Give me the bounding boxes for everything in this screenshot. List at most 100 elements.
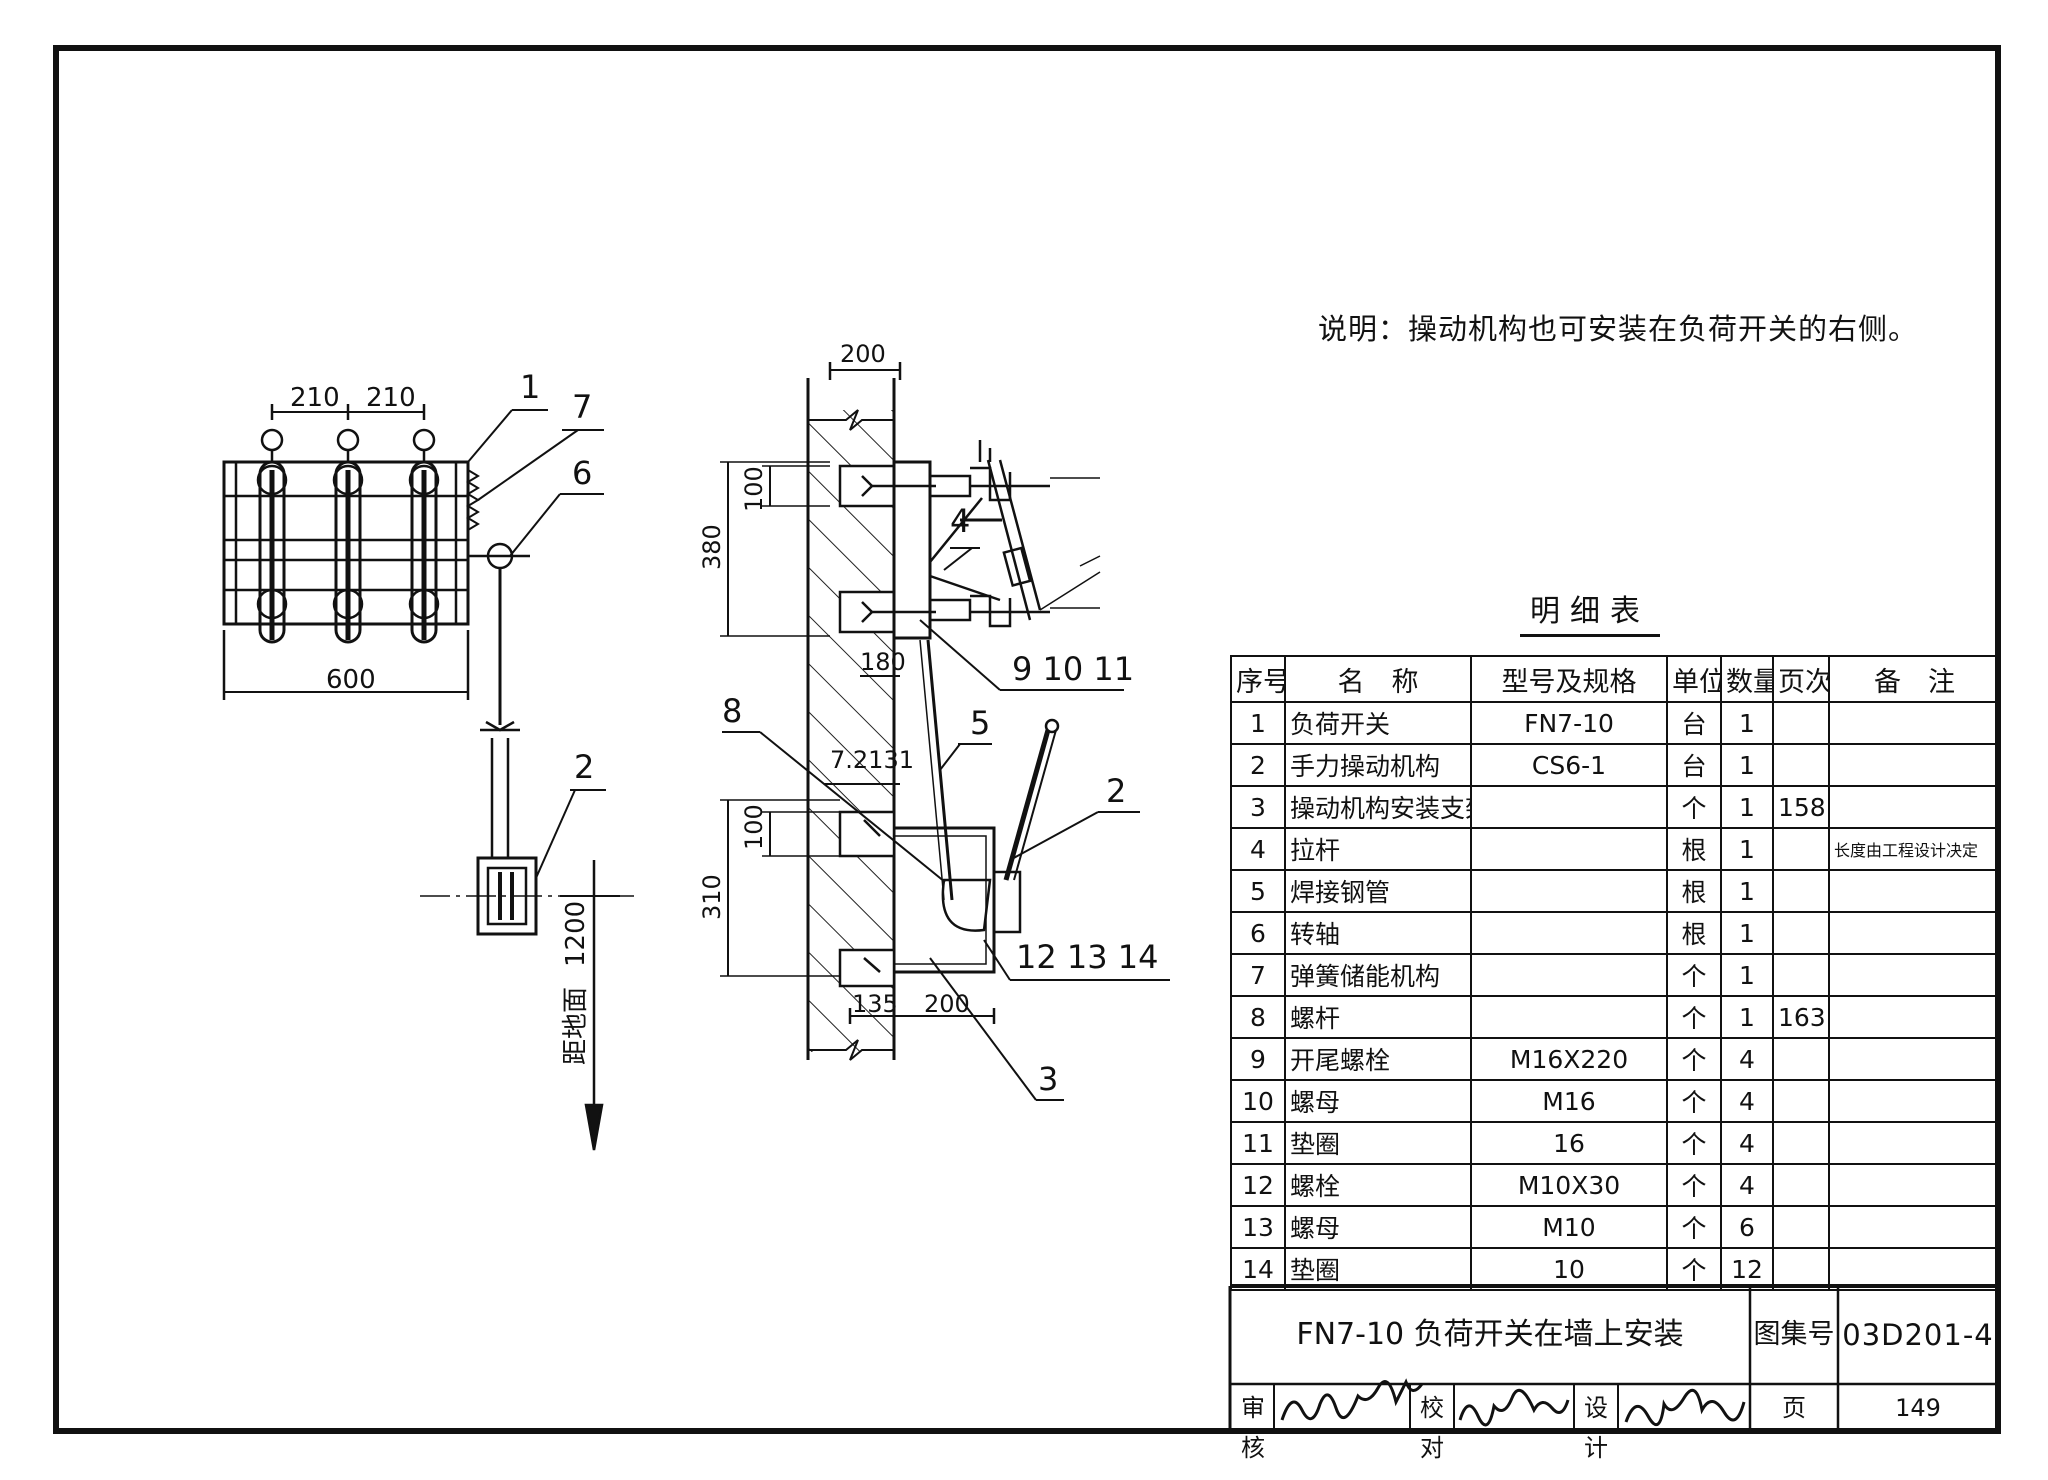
cell-index: 2 <box>1230 743 1286 787</box>
cell-remarks <box>1828 1205 2001 1249</box>
cell-index: 10 <box>1230 1079 1286 1123</box>
cell-name: 焊接钢管 <box>1284 869 1472 913</box>
dim-wall-thickness: 200 <box>840 340 886 368</box>
cell-page <box>1772 743 1830 787</box>
dim-offset-135: 135 <box>852 990 898 1018</box>
page-label: 页 <box>1782 1394 1806 1422</box>
dim-offset-180: 180 <box>860 648 906 676</box>
dim-elevation: 1200 <box>561 901 591 967</box>
cell-page <box>1772 911 1830 955</box>
set-label: 图集号 <box>1753 1319 1835 1350</box>
col-model: 型号及规格 <box>1470 655 1668 703</box>
dim-anchor-height-top: 100 <box>740 466 768 512</box>
cell-page <box>1772 1205 1830 1249</box>
cell-remarks: 长度由工程设计决定 <box>1828 827 2001 871</box>
dim-pole-spacing-1: 210 <box>290 383 340 413</box>
cell-unit: 个 <box>1666 1205 1722 1249</box>
callout-4: 4 <box>950 502 970 540</box>
cell-qty: 1 <box>1720 953 1774 997</box>
cell-page <box>1772 1121 1830 1165</box>
cell-unit: 个 <box>1666 1037 1722 1081</box>
callout-2: 2 <box>574 748 594 786</box>
col-name: 名 称 <box>1284 655 1472 703</box>
cell-page <box>1772 827 1830 871</box>
cell-index: 9 <box>1230 1037 1286 1081</box>
switch-pole-1 <box>256 428 288 644</box>
callout-1: 1 <box>520 368 540 406</box>
cell-page <box>1772 1247 1830 1291</box>
design-label: 设计 <box>1584 1394 1608 1462</box>
cell-remarks <box>1828 1163 2001 1207</box>
bom-title: 明细表 <box>1520 586 1660 637</box>
page-number: 149 <box>1895 1394 1941 1422</box>
front-view <box>222 404 640 1151</box>
signatures <box>1280 1378 1746 1427</box>
cell-name: 操动机构安装支架 <box>1284 785 1472 829</box>
callout-7: 7 <box>572 388 592 426</box>
cell-model: CS6-1 <box>1470 743 1668 787</box>
callout-5: 5 <box>970 704 990 742</box>
cell-name: 垫圈 <box>1284 1247 1472 1291</box>
cell-name: 开尾螺栓 <box>1284 1037 1472 1081</box>
cell-remarks <box>1828 1247 2001 1291</box>
front-view-labels: 210 210 600 1 7 6 2 距地面 1200 <box>290 368 594 1065</box>
cell-unit: 个 <box>1666 1163 1722 1207</box>
cell-model <box>1470 911 1668 955</box>
check-label: 校对 <box>1420 1394 1444 1462</box>
col-qty: 数量 <box>1720 655 1774 703</box>
cell-unit: 个 <box>1666 995 1722 1039</box>
cell-index: 13 <box>1230 1205 1286 1249</box>
cell-qty: 1 <box>1720 869 1774 913</box>
callout-8: 8 <box>722 692 742 730</box>
cell-index: 12 <box>1230 1163 1286 1207</box>
cell-unit: 个 <box>1666 1121 1722 1165</box>
cell-unit: 根 <box>1666 827 1722 871</box>
callout-3: 3 <box>1038 1060 1058 1098</box>
cell-name: 负荷开关 <box>1284 701 1472 745</box>
cell-qty: 1 <box>1720 701 1774 745</box>
side-view-labels: 200 100 380 180 7.2131 100 310 135 200 4… <box>698 340 1159 1098</box>
cell-page: 163 <box>1772 995 1830 1039</box>
switch-pole-3 <box>408 428 440 644</box>
cell-remarks <box>1828 953 2001 997</box>
cell-remarks <box>1828 701 2001 745</box>
cell-remarks <box>1828 743 2001 787</box>
cell-index: 7 <box>1230 953 1286 997</box>
cell-index: 3 <box>1230 785 1286 829</box>
cell-remarks <box>1828 785 2001 829</box>
callout-6: 6 <box>572 454 592 492</box>
cell-page <box>1772 1079 1830 1123</box>
col-remarks: 备 注 <box>1828 655 2001 703</box>
cell-index: 5 <box>1230 869 1286 913</box>
col-unit: 单位 <box>1666 655 1722 703</box>
callout-9-10-11: 9 10 11 <box>1012 650 1134 688</box>
cell-unit: 台 <box>1666 743 1722 787</box>
cell-index: 11 <box>1230 1121 1286 1165</box>
cell-qty: 4 <box>1720 1163 1774 1207</box>
cell-qty: 4 <box>1720 1079 1774 1123</box>
cell-unit: 根 <box>1666 869 1722 913</box>
cell-name: 螺母 <box>1284 1205 1472 1249</box>
cell-name: 手力操动机构 <box>1284 743 1472 787</box>
cell-page <box>1772 1037 1830 1081</box>
cell-name: 螺杆 <box>1284 995 1472 1039</box>
cell-unit: 根 <box>1666 911 1722 955</box>
cell-unit: 个 <box>1666 1079 1722 1123</box>
cell-qty: 12 <box>1720 1247 1774 1291</box>
cell-page <box>1772 1163 1830 1207</box>
cell-remarks <box>1828 1079 2001 1123</box>
cell-qty: 6 <box>1720 1205 1774 1249</box>
callout-2-side: 2 <box>1106 772 1126 810</box>
cell-name: 拉杆 <box>1284 827 1472 871</box>
